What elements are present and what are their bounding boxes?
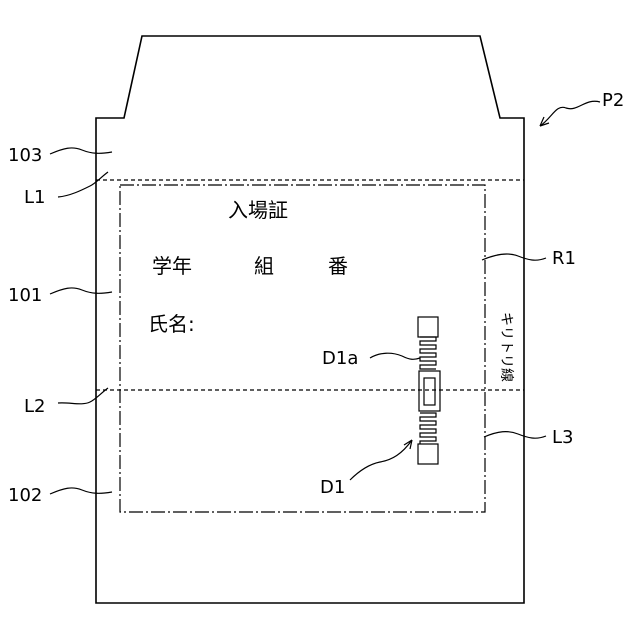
card-number: 番 bbox=[328, 254, 348, 278]
leader-l2 bbox=[58, 388, 108, 404]
leader-l3 bbox=[484, 432, 546, 439]
label-101: 101 bbox=[8, 285, 42, 306]
leader-d1a bbox=[370, 353, 420, 359]
label-l2: L2 bbox=[24, 396, 45, 417]
card-grade: 学年 bbox=[152, 254, 192, 278]
tag-meander-bottom bbox=[420, 413, 436, 444]
leader-l1 bbox=[58, 172, 108, 197]
leader-d1 bbox=[350, 440, 412, 480]
label-d1a: D1a bbox=[322, 348, 358, 369]
card-class: 組 bbox=[254, 254, 274, 278]
label-102: 102 bbox=[8, 485, 42, 506]
tag-top-pad bbox=[418, 317, 438, 337]
card-title: 入場証 bbox=[228, 198, 288, 222]
card-name: 氏名: bbox=[148, 312, 195, 336]
label-l1: L1 bbox=[24, 187, 45, 208]
label-d1: D1 bbox=[320, 477, 345, 498]
tag-chip-inner bbox=[424, 378, 435, 405]
tear-line-label: キリトリ線 bbox=[498, 312, 514, 382]
leader-r1 bbox=[482, 254, 546, 260]
leader-p2 bbox=[540, 101, 600, 126]
leader-103 bbox=[50, 148, 112, 154]
leader-101 bbox=[50, 288, 112, 294]
tag-meander-top bbox=[420, 337, 436, 369]
label-r1: R1 bbox=[552, 248, 576, 269]
tag-bottom-pad bbox=[418, 444, 438, 464]
label-p2: P2 bbox=[602, 90, 624, 111]
leader-102 bbox=[50, 488, 112, 494]
label-103: 103 bbox=[8, 145, 42, 166]
label-l3: L3 bbox=[552, 427, 573, 448]
